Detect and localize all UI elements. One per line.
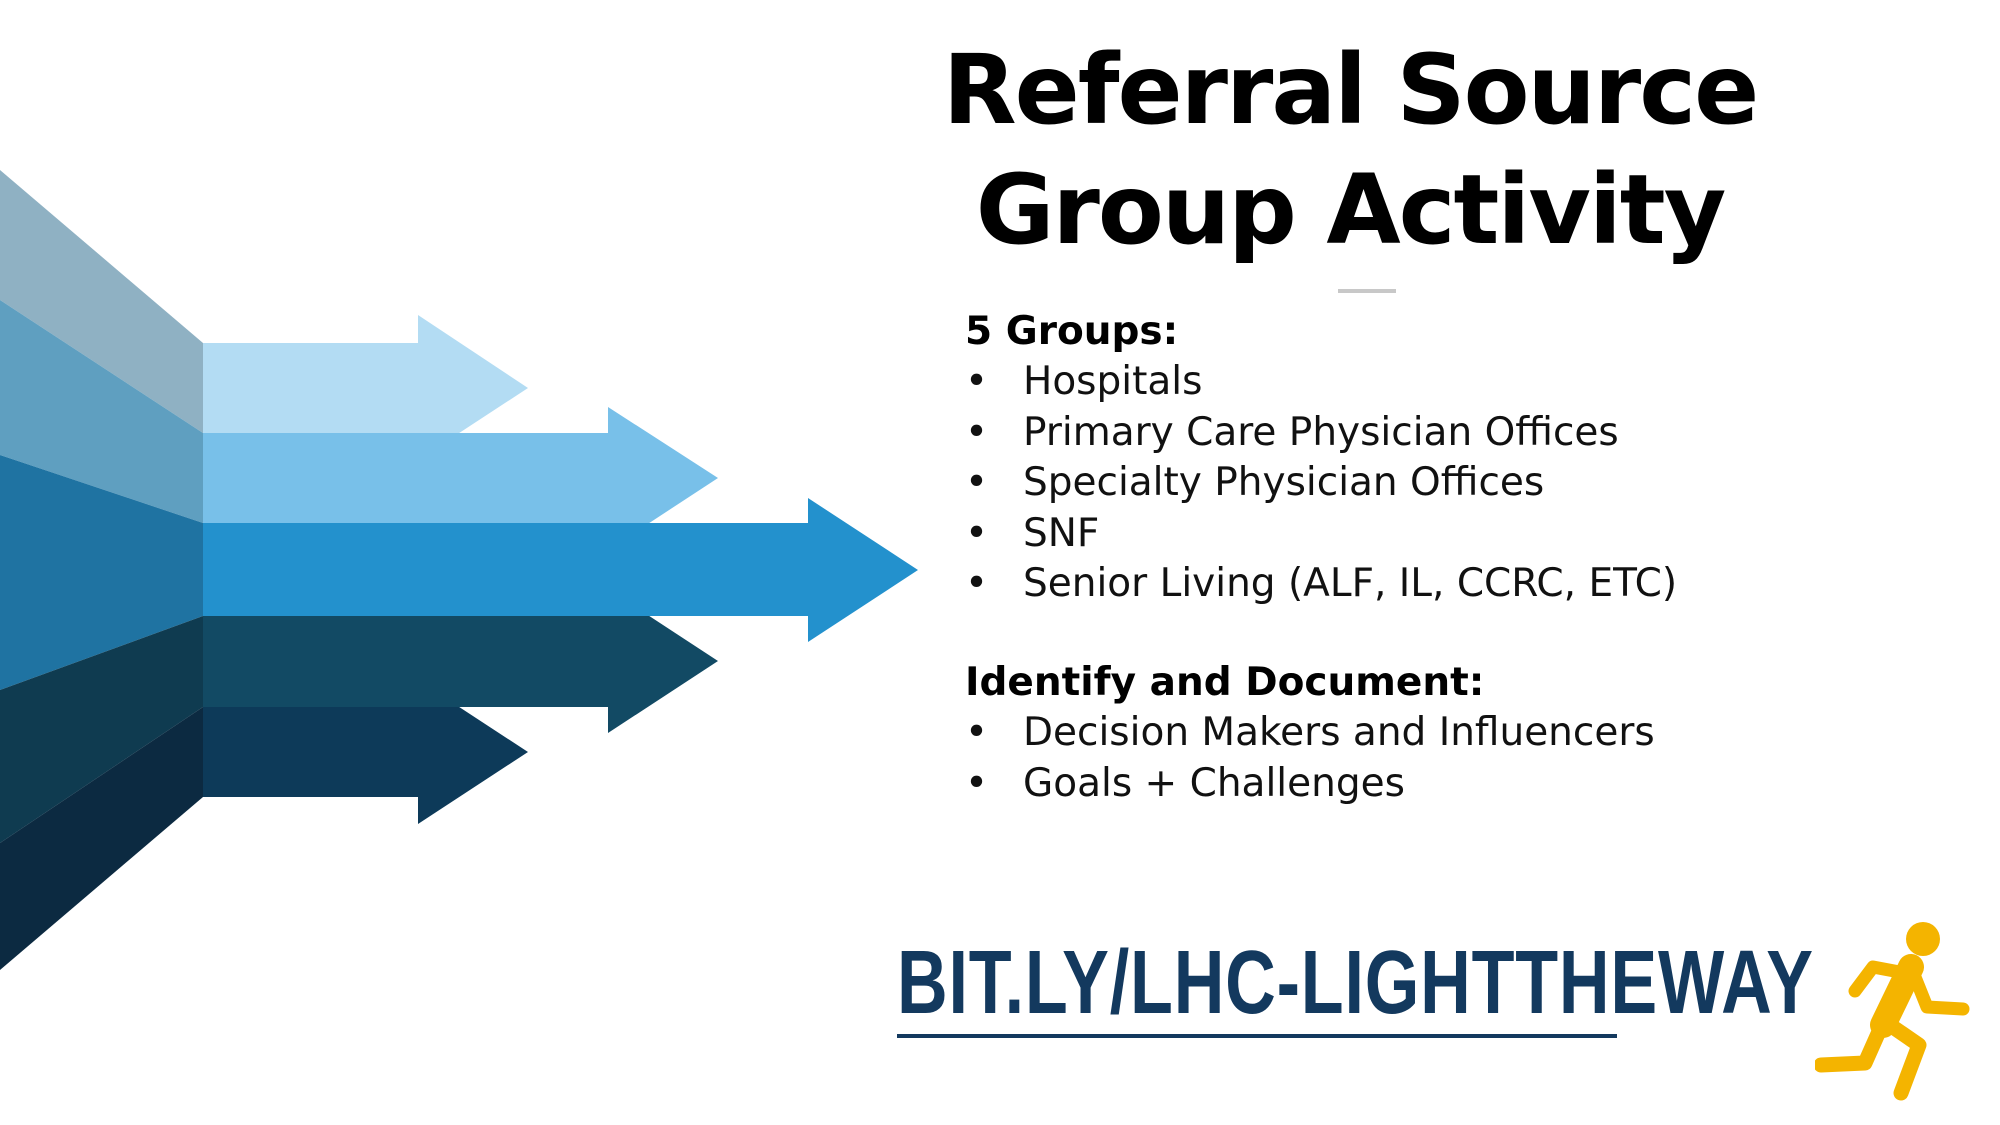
arrow-band-4 xyxy=(0,616,203,843)
groups-list: Hospitals Primary Care Physician Offices… xyxy=(965,357,1677,610)
identify-list: Decision Makers and Influencers Goals + … xyxy=(965,708,1655,809)
identify-section: Identify and Document: Decision Makers a… xyxy=(965,658,1655,809)
title-line-2: Group Activity xyxy=(975,154,1727,266)
running-person-icon xyxy=(1815,922,1970,1101)
slide-title: Referral Source Group Activity xyxy=(900,30,1800,270)
identify-heading: Identify and Document: xyxy=(965,660,1485,705)
groups-heading: 5 Groups: xyxy=(965,309,1179,354)
list-item: SNF xyxy=(965,509,1677,560)
title-divider xyxy=(1338,289,1396,293)
list-item: Hospitals xyxy=(965,357,1677,408)
groups-section: 5 Groups: Hospitals Primary Care Physici… xyxy=(965,307,1677,610)
arrow-2 xyxy=(203,407,718,550)
title-line-1: Referral Source xyxy=(942,34,1760,146)
arrow-band-1 xyxy=(0,170,203,433)
converging-arrows-icon xyxy=(0,170,918,970)
list-item: Decision Makers and Influencers xyxy=(965,708,1655,759)
arrow-band-5 xyxy=(0,707,203,970)
arrow-3 xyxy=(203,498,918,642)
list-item: Primary Care Physician Offices xyxy=(965,408,1677,459)
list-item: Specialty Physician Offices xyxy=(965,458,1677,509)
list-item: Senior Living (ALF, IL, CCRC, ETC) xyxy=(965,559,1677,610)
arrow-1 xyxy=(203,315,528,460)
arrow-4 xyxy=(203,589,718,733)
arrow-band-2 xyxy=(0,300,203,523)
link-underline xyxy=(897,1034,1617,1038)
arrow-5 xyxy=(203,680,528,824)
activity-link[interactable]: BIT.LY/LHC-LIGHTTHEWAY xyxy=(897,933,1814,1033)
arrow-band-3 xyxy=(0,455,203,690)
list-item: Goals + Challenges xyxy=(965,759,1655,810)
